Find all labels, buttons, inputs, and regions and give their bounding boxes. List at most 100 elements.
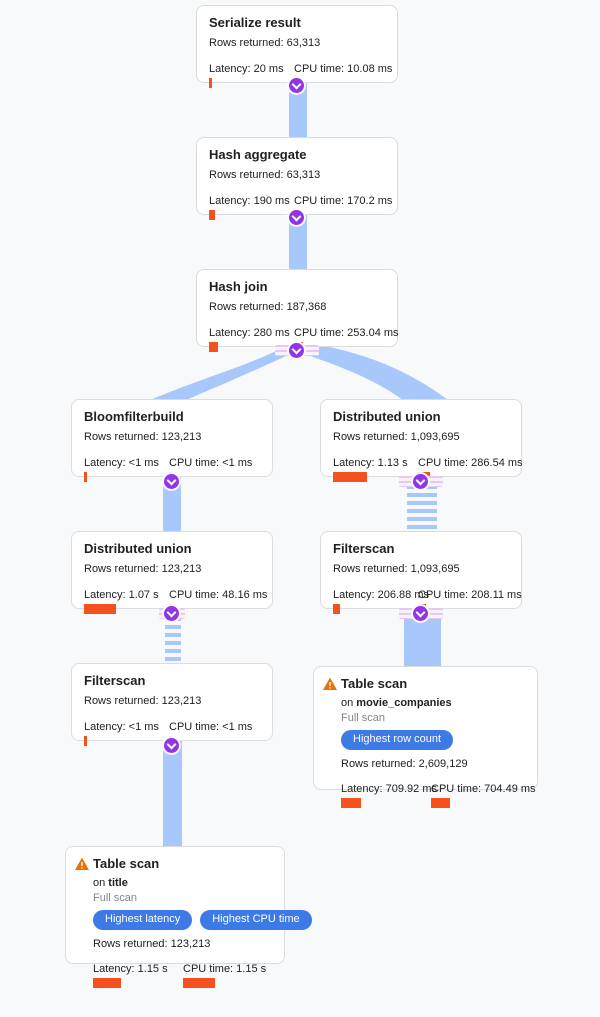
table-name: movie_companies (356, 697, 452, 710)
latency-label: Latency: 206.88 ms (333, 588, 430, 601)
chevron-down-icon[interactable] (413, 606, 428, 621)
cpu-time-label: CPU time: 286.54 ms (418, 456, 523, 469)
latency-bar (341, 797, 361, 808)
plan-node-serialize-result[interactable]: Serialize result Rows returned: 63,313 L… (196, 5, 398, 88)
node-title: Bloomfilterbuild (84, 409, 184, 424)
chevron-down-icon[interactable] (164, 738, 179, 753)
metrics: Latency: 1.15 s CPU time: 1.15 s (93, 963, 272, 988)
cpu-time-label: CPU time: <1 ms (169, 720, 253, 733)
warning-triangle-icon (75, 857, 89, 871)
table-name: title (108, 877, 128, 890)
rows-returned: Rows returned: 1,093,695 (333, 563, 460, 576)
chevron-down-icon[interactable] (164, 606, 179, 621)
edge-distributed-union-to-filterscan-left (165, 609, 181, 664)
metrics: Latency: 20 ms CPU time: 10.08 ms (209, 62, 392, 88)
latency-bar (209, 77, 212, 88)
cpu-time-label: CPU time: 10.08 ms (294, 62, 393, 75)
chevron-down-icon[interactable] (289, 343, 304, 358)
metrics: Latency: 280 ms CPU time: 253.04 ms (209, 326, 399, 352)
cpu-time-label: CPU time: 170.2 ms (294, 194, 393, 207)
metrics: Latency: 1.07 s CPU time: 48.16 ms (84, 588, 267, 614)
cpu-time-label: CPU time: <1 ms (169, 456, 253, 469)
scan-target: on title (93, 877, 272, 889)
scan-type: Full scan (341, 712, 386, 725)
latency-label: Latency: 1.15 s (93, 962, 168, 975)
edge-hash-aggregate-to-hash-join (289, 215, 307, 270)
edge-hash-join-fork (150, 347, 448, 400)
highest-cpu-time-badge[interactable]: Highest CPU time (200, 910, 312, 931)
latency-bar (84, 471, 87, 482)
metrics: Latency: <1 ms CPU time: <1 ms (84, 457, 260, 482)
edge-serialize-to-hash-aggregate (289, 83, 307, 138)
plan-node-filterscan-right[interactable]: Filterscan Rows returned: 1,093,695 Late… (320, 531, 522, 614)
latency-label: Latency: 280 ms (209, 326, 290, 339)
chevron-down-icon[interactable] (289, 78, 304, 93)
rows-returned: Rows returned: 123,213 (84, 563, 202, 576)
latency-label: Latency: 1.07 s (84, 588, 159, 601)
rows-returned: Rows returned: 2,609,129 (341, 758, 468, 771)
node-title: Table scan (93, 856, 160, 871)
edge-hash-join-to-distributed-union (297, 347, 448, 400)
latency-label: Latency: 190 ms (209, 194, 290, 207)
edge-hash-join-to-bloomfilterbuild (150, 347, 297, 400)
plan-node-table-scan-movie-companies[interactable]: Table scan on movie_companies Full scan … (313, 666, 538, 808)
warning-triangle-icon (323, 677, 337, 691)
cpu-time-label: CPU time: 48.16 ms (169, 588, 268, 601)
latency-bar (209, 341, 218, 352)
node-title: Distributed union (84, 541, 192, 556)
badges: Highest row count (341, 730, 525, 751)
latency-label: Latency: 20 ms (209, 62, 284, 75)
cpu-time-label: CPU time: 704.49 ms (431, 782, 536, 795)
latency-bar (84, 603, 116, 614)
node-title: Hash aggregate (209, 147, 307, 162)
latency-bar (93, 977, 121, 988)
rows-returned: Rows returned: 187,368 (209, 301, 327, 314)
latency-label: Latency: 709.92 ms (341, 782, 438, 795)
on-prefix: on (341, 697, 357, 710)
plan-node-hash-aggregate[interactable]: Hash aggregate Rows returned: 63,313 Lat… (196, 137, 398, 220)
latency-bar (333, 603, 340, 614)
node-title: Hash join (209, 279, 268, 294)
metrics: Latency: 1.13 s CPU time: 286.54 ms (333, 456, 523, 482)
scan-target: on movie_companies (341, 697, 525, 709)
chevron-down-icon[interactable] (289, 210, 304, 225)
plan-node-hash-join[interactable]: Hash join Rows returned: 187,368 Latency… (196, 269, 399, 352)
node-title: Distributed union (333, 409, 441, 424)
rows-returned: Rows returned: 123,213 (84, 695, 202, 708)
plan-node-bloomfilterbuild[interactable]: Bloomfilterbuild Rows returned: 123,213 … (71, 399, 273, 482)
cpu-time-label: CPU time: 253.04 ms (294, 326, 399, 339)
scan-type: Full scan (93, 892, 138, 905)
rows-returned: Rows returned: 63,313 (209, 37, 321, 50)
cpu-time-label: CPU time: 208.11 ms (418, 588, 522, 601)
chevron-down-icon[interactable] (413, 474, 428, 489)
highest-latency-badge[interactable]: Highest latency (93, 910, 193, 931)
rows-returned: Rows returned: 123,213 (84, 431, 202, 444)
rows-returned: Rows returned: 63,313 (209, 169, 321, 182)
node-title: Filterscan (333, 541, 395, 556)
cpu-time-bar (183, 977, 215, 988)
latency-label: Latency: 1.13 s (333, 456, 408, 469)
plan-node-table-scan-title[interactable]: Table scan on title Full scan Highest la… (65, 846, 312, 988)
on-prefix: on (93, 877, 109, 890)
node-title: Serialize result (209, 15, 301, 30)
plan-node-distributed-union-left[interactable]: Distributed union Rows returned: 123,213… (71, 531, 273, 614)
edge-filterscan-to-table-scan-left (163, 741, 182, 847)
plan-node-distributed-union-right[interactable]: Distributed union Rows returned: 1,093,6… (320, 399, 523, 482)
edge-bloomfilterbuild-to-distributed-union (163, 477, 181, 532)
latency-label: Latency: <1 ms (84, 456, 159, 469)
cpu-time-label: CPU time: 1.15 s (183, 962, 267, 975)
plan-node-filterscan-left[interactable]: Filterscan Rows returned: 123,213 Latenc… (71, 663, 273, 746)
latency-bar (209, 209, 215, 220)
latency-label: Latency: <1 ms (84, 720, 159, 733)
metrics: Latency: 190 ms CPU time: 170.2 ms (209, 194, 392, 220)
highest-row-count-badge[interactable]: Highest row count (341, 730, 454, 751)
cpu-time-bar (431, 797, 450, 808)
chevron-down-icon[interactable] (164, 474, 179, 489)
metrics: Latency: <1 ms CPU time: <1 ms (84, 721, 260, 746)
latency-bar (333, 471, 367, 482)
badges: Highest latency Highest CPU time (93, 910, 312, 931)
metrics: Latency: 709.92 ms CPU time: 704.49 ms (341, 782, 536, 808)
node-title: Table scan (341, 676, 408, 691)
rows-returned: Rows returned: 123,213 (93, 938, 211, 951)
